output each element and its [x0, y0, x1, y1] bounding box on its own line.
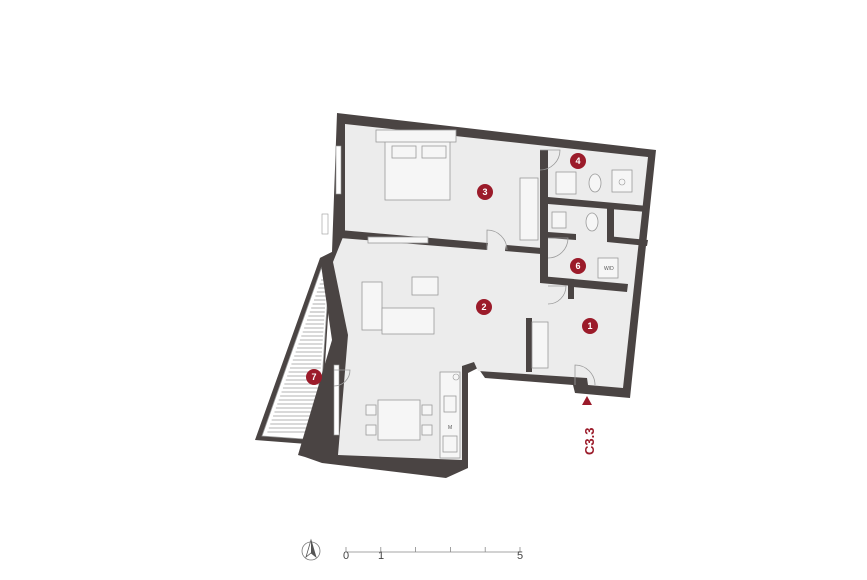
washer-dryer-icon	[597, 257, 619, 279]
microwave-label: M	[448, 425, 452, 431]
room-badge-2[interactable]: 2	[476, 299, 492, 315]
shower-icon	[611, 169, 633, 193]
washer-dryer-label: W/D	[604, 266, 614, 272]
toilet-icon	[588, 173, 602, 193]
apartment-shell	[298, 113, 656, 478]
wardrobe-icon	[519, 177, 539, 241]
sink-icon	[443, 395, 457, 413]
scale-bar: 0 1 5	[343, 547, 523, 562]
north-arrow-icon	[301, 538, 321, 561]
svg-text:1: 1	[587, 321, 592, 331]
svg-text:7: 7	[311, 372, 316, 382]
entrance-arrow-icon	[582, 396, 592, 405]
sofa-icon	[361, 281, 383, 331]
room-badge-4[interactable]: 4	[570, 153, 586, 169]
unit-label: C3.3	[582, 428, 597, 455]
room-badge-1[interactable]: 1	[582, 318, 598, 334]
room-badge-3[interactable]: 3	[477, 184, 493, 200]
svg-text:6: 6	[575, 261, 580, 271]
balcony	[255, 252, 332, 445]
room-badge-7[interactable]: 7	[306, 369, 322, 385]
doors	[333, 149, 596, 387]
scale-label-1: 1	[378, 550, 384, 562]
toilet-icon	[585, 212, 599, 232]
scale-label-5: 5	[517, 550, 523, 562]
room-badge-6[interactable]: 6	[570, 258, 586, 274]
room-badges: 1 2 3 4 6 7	[306, 153, 598, 385]
svg-text:4: 4	[575, 156, 580, 166]
cooktop-icon	[442, 435, 458, 453]
washbasin-icon	[555, 171, 577, 195]
windows	[321, 145, 342, 436]
svg-text:3: 3	[482, 187, 487, 197]
svg-text:2: 2	[481, 302, 486, 312]
furniture	[361, 129, 633, 459]
dining-table-icon	[377, 399, 421, 441]
scale-label-0: 0	[343, 550, 349, 562]
